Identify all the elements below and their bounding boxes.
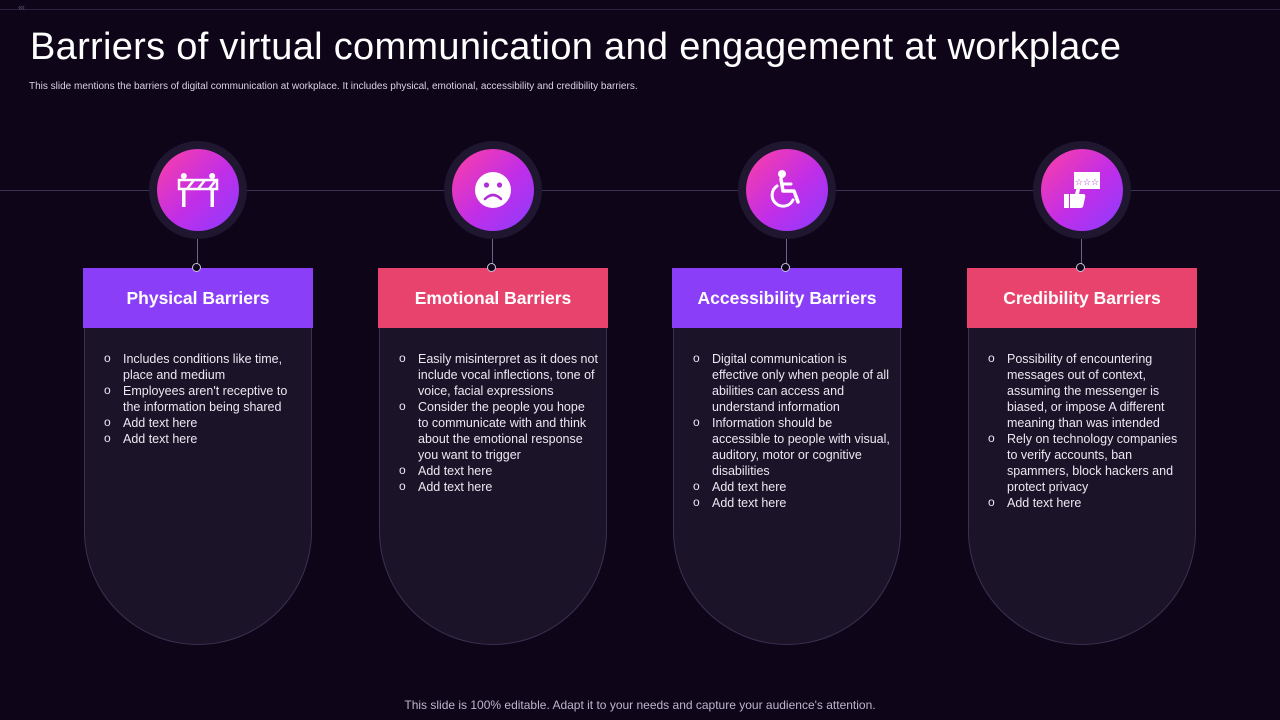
list-item: Add text here — [103, 430, 303, 447]
list-item: Add text here — [103, 414, 303, 431]
list-item: Digital communication is effective only … — [692, 350, 892, 415]
connector-line — [786, 239, 787, 265]
top-rule — [0, 9, 1280, 10]
list-item: Information should be accessible to peop… — [692, 414, 892, 479]
connector-dot — [1076, 263, 1085, 272]
list-item: Includes conditions like time, place and… — [103, 350, 303, 383]
card-heading: Accessibility Barriers — [672, 268, 902, 328]
bullet-list: Includes conditions like time, place and… — [103, 350, 303, 447]
card-emotional-barriers: Emotional Barriers Easily misinterpret a… — [378, 0, 608, 720]
connector-dot — [192, 263, 201, 272]
card-physical-barriers: Physical Barriers Includes conditions li… — [83, 0, 313, 720]
list-item: Add text here — [398, 462, 598, 479]
bullet-list: Digital communication is effective only … — [692, 350, 892, 511]
list-item: Add text here — [692, 494, 892, 511]
list-item: Consider the people you hope to communic… — [398, 398, 598, 463]
card-credibility-barriers: ☆☆☆ Credibility Barriers Possibility of … — [967, 0, 1197, 720]
connector-dot — [781, 263, 790, 272]
connector-line — [1081, 239, 1082, 265]
list-item: Add text here — [987, 494, 1187, 511]
icon-ring — [738, 141, 836, 239]
card-heading: Credibility Barriers — [967, 268, 1197, 328]
card-heading: Physical Barriers — [83, 268, 313, 328]
list-item: Add text here — [692, 478, 892, 495]
connector-line — [197, 239, 198, 265]
thumbs-up-rating-icon: ☆☆☆ — [1041, 149, 1123, 231]
bullet-list: Possibility of encountering messages out… — [987, 350, 1187, 511]
corner-chevrons-icon: ‹‹‹ — [18, 2, 25, 12]
connector-line — [492, 239, 493, 265]
road-barrier-icon — [157, 149, 239, 231]
bullet-list: Easily misinterpret as it does not inclu… — [398, 350, 598, 495]
connector-dot — [487, 263, 496, 272]
icon-ring — [149, 141, 247, 239]
timeline-line — [0, 190, 1280, 191]
icon-ring: ☆☆☆ — [1033, 141, 1131, 239]
svg-text:☆☆☆: ☆☆☆ — [1075, 178, 1099, 188]
slide-title: Barriers of virtual communication and en… — [30, 26, 1122, 68]
list-item: Possibility of encountering messages out… — [987, 350, 1187, 431]
list-item: Rely on technology companies to verify a… — [987, 430, 1187, 495]
list-item: Employees aren't receptive to the inform… — [103, 382, 303, 415]
wheelchair-icon — [746, 149, 828, 231]
list-item: Easily misinterpret as it does not inclu… — [398, 350, 598, 399]
card-accessibility-barriers: Accessibility Barriers Digital communica… — [672, 0, 902, 720]
sad-face-icon — [452, 149, 534, 231]
slide-footer: This slide is 100% editable. Adapt it to… — [404, 698, 876, 712]
list-item: Add text here — [398, 478, 598, 495]
icon-ring — [444, 141, 542, 239]
slide-subtitle: This slide mentions the barriers of digi… — [29, 81, 638, 92]
card-heading: Emotional Barriers — [378, 268, 608, 328]
